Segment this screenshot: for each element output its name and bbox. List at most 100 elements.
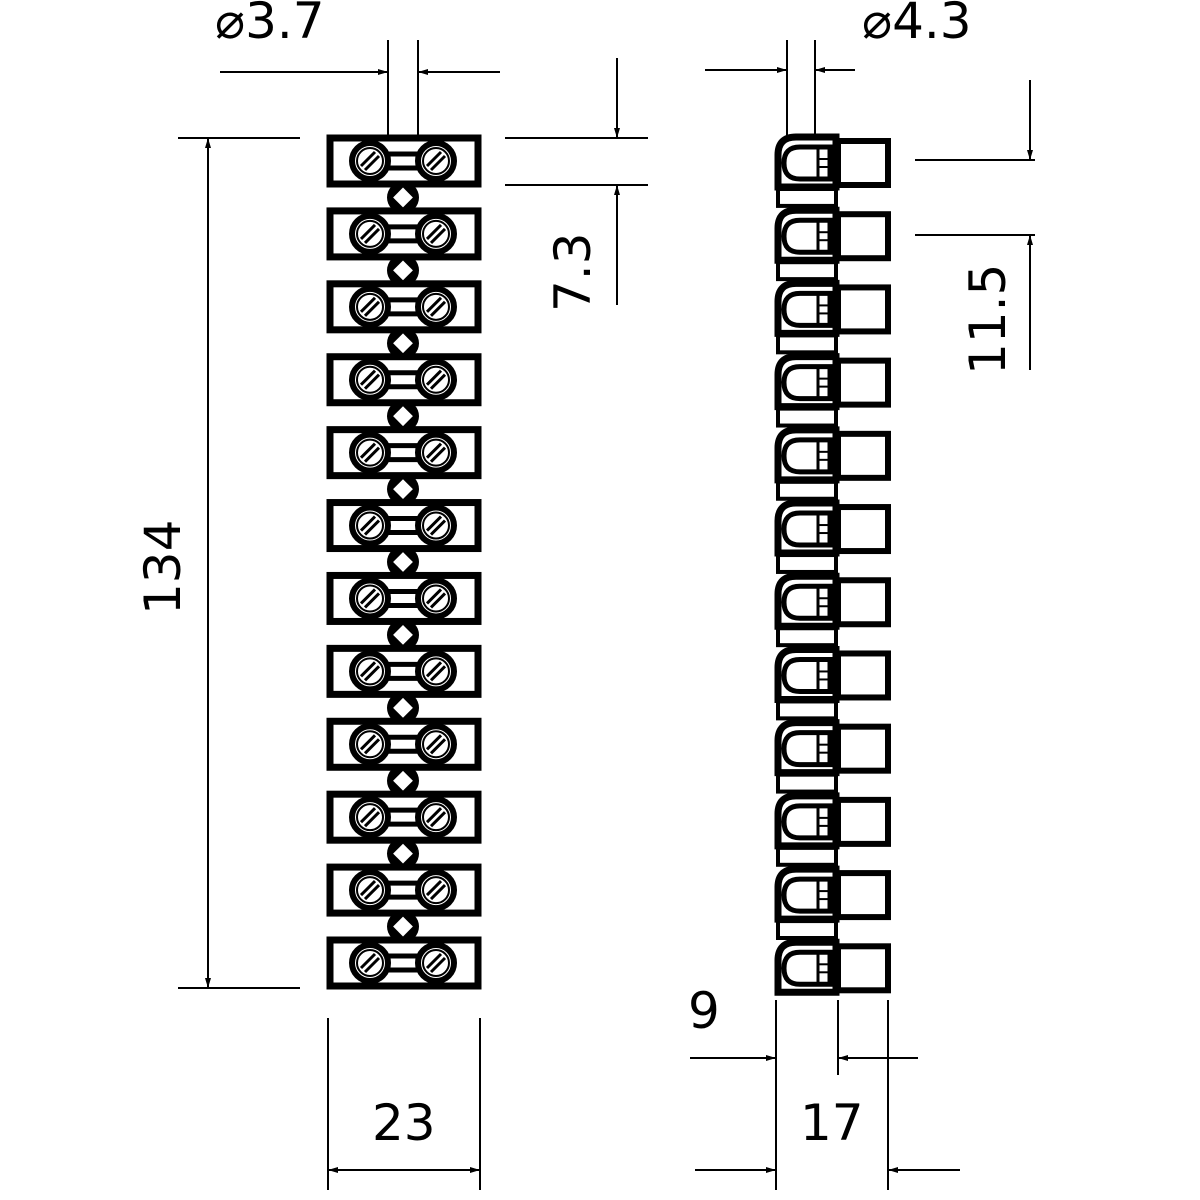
side-link	[776, 553, 838, 574]
side-tab	[835, 577, 891, 628]
screw-slot	[429, 446, 447, 463]
side-terminal	[774, 353, 891, 411]
side-link	[776, 187, 838, 208]
screw-head	[356, 803, 384, 832]
side-terminal	[774, 938, 891, 996]
dim-width-front: 23	[372, 1094, 436, 1152]
side-link	[776, 626, 838, 648]
cable-entry-icon	[781, 656, 833, 694]
diamond-hole	[393, 260, 413, 281]
diamond-hole	[393, 697, 413, 718]
side-tab	[835, 430, 891, 481]
cable-entry-icon	[781, 730, 833, 768]
side-terminal	[774, 572, 891, 630]
terminal-block	[326, 207, 482, 261]
screw-slot	[425, 880, 443, 897]
screw-slot	[425, 952, 443, 970]
terminal-block	[326, 134, 482, 188]
screw-slot	[429, 373, 447, 390]
screw-slot	[359, 442, 377, 459]
side-view	[774, 133, 891, 996]
screw-head	[356, 438, 384, 467]
screw-slot	[429, 227, 447, 244]
screw-head	[356, 949, 384, 977]
screw-head	[422, 147, 450, 175]
screw-slot	[363, 373, 381, 390]
front-view	[326, 134, 482, 990]
side-link	[776, 333, 838, 355]
screw-slot	[363, 956, 381, 974]
screw-head	[356, 219, 384, 248]
screw-slot	[363, 300, 381, 317]
diamond-hole	[393, 479, 413, 499]
screw-head	[422, 949, 450, 977]
screw-slot	[425, 150, 443, 168]
diamond-hole	[393, 770, 413, 791]
terminal-block	[326, 644, 482, 698]
screw-slot	[363, 665, 381, 682]
side-terminal	[774, 719, 891, 777]
terminal-block	[326, 571, 482, 625]
cable-entry-icon	[781, 949, 833, 987]
screw-slot	[363, 738, 381, 755]
screw-head	[422, 876, 450, 905]
screw-head	[422, 657, 450, 686]
terminal-block	[326, 353, 482, 407]
dim-hole-right: ⌀4.3	[862, 0, 972, 50]
side-link	[776, 699, 838, 721]
dim-length: 134	[134, 520, 192, 615]
cable-entry-icon	[781, 876, 833, 914]
screw-slot	[425, 661, 443, 678]
diamond-hole	[393, 333, 413, 354]
side-terminal	[774, 426, 891, 484]
side-link	[776, 845, 838, 867]
cable-entry-icon	[781, 217, 833, 255]
screw-slot	[429, 519, 447, 536]
side-terminal	[774, 499, 891, 557]
side-terminal	[774, 133, 891, 191]
dim-depth-front: 9	[688, 982, 720, 1040]
screw-slot	[363, 227, 381, 244]
dimension-lines	[178, 40, 1035, 1190]
screw-slot	[425, 296, 443, 313]
side-tab	[835, 357, 891, 408]
screw-slot	[359, 515, 377, 532]
screw-head	[422, 438, 450, 467]
screw-slot	[425, 223, 443, 240]
dim-hole-left: ⌀3.7	[215, 0, 325, 50]
screw-head	[422, 365, 450, 394]
screw-slot	[359, 369, 377, 386]
dim-depth-total: 17	[800, 1094, 864, 1152]
dim-pitch-left: 7.3	[544, 232, 602, 312]
screw-head	[356, 511, 384, 540]
screw-slot	[359, 661, 377, 678]
screw-head	[356, 147, 384, 175]
screw-slot	[429, 884, 447, 901]
cable-entry-icon	[781, 583, 833, 621]
diamond-hole	[393, 552, 413, 572]
side-terminal	[774, 645, 891, 703]
screw-slot	[359, 296, 377, 313]
dimension-labels: ⌀3.7 ⌀4.3 7.3 11.5 134 23 9 17	[134, 0, 1017, 1152]
side-tab	[835, 796, 891, 847]
diamond-hole	[393, 625, 413, 645]
screw-head	[422, 803, 450, 832]
terminal-block	[326, 936, 482, 990]
cable-entry-icon	[781, 437, 833, 475]
screw-slot	[359, 734, 377, 751]
dim-pitch-right: 11.5	[959, 264, 1017, 375]
screw-slot	[363, 154, 381, 172]
cable-entry-icon	[781, 364, 833, 402]
side-link	[776, 919, 838, 940]
cable-entry-icon	[781, 144, 833, 182]
side-terminal	[774, 865, 891, 923]
screw-slot	[425, 369, 443, 386]
screw-slot	[359, 588, 377, 605]
screw-head	[356, 365, 384, 394]
screw-head	[356, 584, 384, 613]
cable-entry-icon	[781, 803, 833, 841]
screw-head	[356, 292, 384, 321]
side-terminal	[774, 792, 891, 850]
diamond-hole	[393, 406, 413, 427]
